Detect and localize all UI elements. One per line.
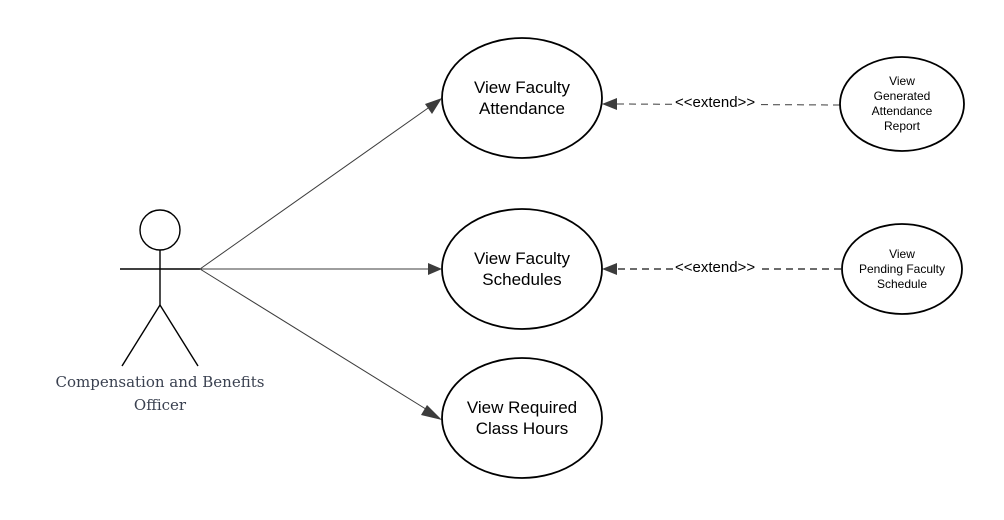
use-case-ellipse-attendance bbox=[441, 37, 603, 159]
extend-arrowhead-schedules bbox=[602, 263, 617, 275]
actor-right-leg bbox=[159, 304, 199, 367]
actor-label-line2: Officer bbox=[133, 396, 187, 414]
extend-label-attendance: <<extend>> bbox=[673, 94, 758, 112]
extend-label-schedules: <<extend>> bbox=[673, 259, 758, 277]
use-case-ellipse-class-hours bbox=[441, 357, 603, 479]
use-case-view-faculty-schedules: View Faculty Schedules bbox=[473, 249, 571, 289]
use-case-view-generated-attendance-report: View Generated Attendance Report bbox=[871, 74, 933, 133]
use-case-view-faculty-attendance: View Faculty Attendance bbox=[473, 78, 571, 118]
use-case-ellipse-schedules bbox=[441, 208, 603, 330]
use-case-ellipse-generated-report bbox=[839, 56, 965, 152]
actor-left-leg bbox=[121, 304, 161, 367]
use-case-view-pending-faculty-schedule: View Pending Faculty Schedule bbox=[858, 246, 946, 291]
actor-label: Compensation and Benefits Officer bbox=[40, 371, 280, 417]
actor-label-line1: Compensation and Benefits bbox=[55, 373, 265, 391]
association-arrowhead-class-hours bbox=[421, 405, 442, 420]
association-arrowhead-schedules bbox=[428, 263, 442, 275]
actor-head bbox=[139, 209, 181, 251]
actor-figure bbox=[120, 209, 200, 367]
association-arrowhead-attendance bbox=[425, 98, 442, 114]
extend-arrowhead-attendance bbox=[602, 98, 617, 110]
use-case-view-required-class-hours: View Required Class Hours bbox=[466, 398, 578, 438]
use-case-ellipse-pending-schedule bbox=[841, 223, 963, 315]
association-line-class-hours bbox=[199, 268, 430, 412]
association-line-attendance bbox=[199, 105, 432, 270]
